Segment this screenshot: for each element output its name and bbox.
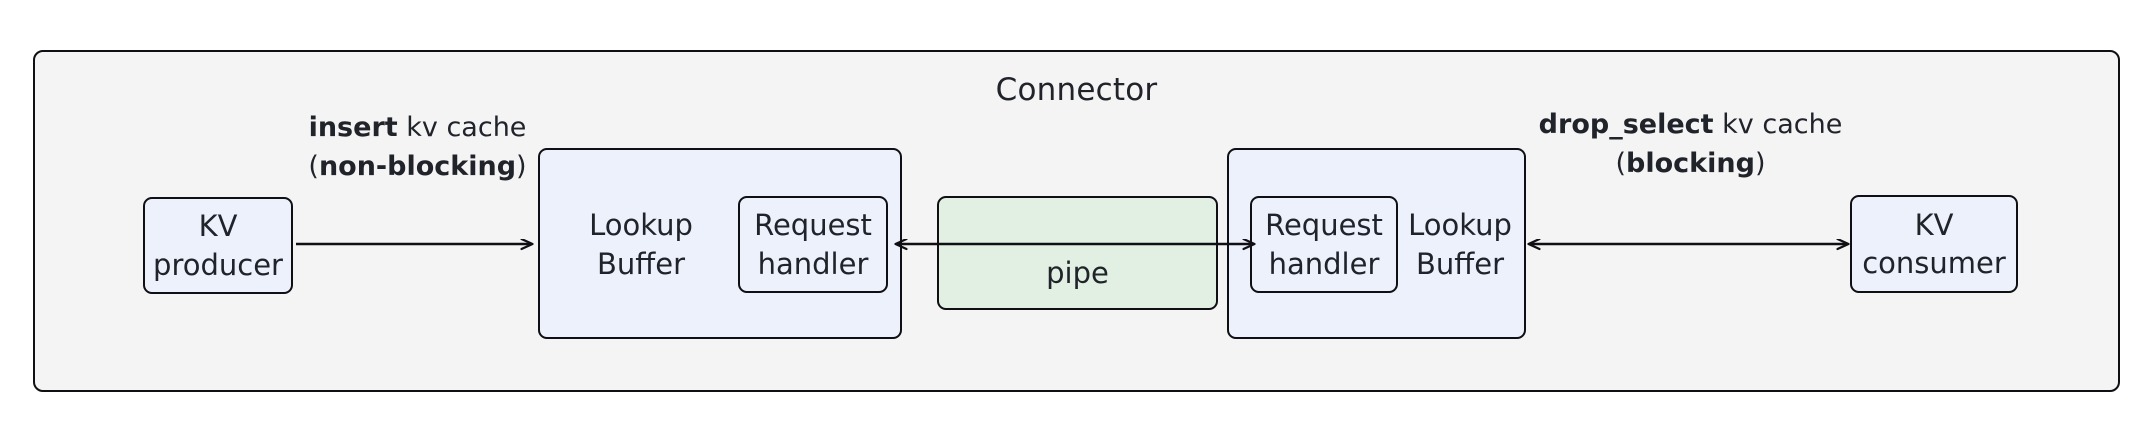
edge-label-drop-select-mode: blocking: [1626, 148, 1755, 180]
node-kv-consumer: KV consumer: [1850, 195, 2018, 293]
edge-label-drop-select-paren-open: (: [1615, 148, 1627, 180]
node-kv-producer-line1: KV: [198, 209, 238, 244]
edge-label-insert-paren-open: (: [308, 151, 319, 183]
node-request-handler-left-line1: Request: [754, 208, 872, 243]
edge-label-insert-op: insert: [308, 112, 398, 143]
node-kv-consumer-line1: KV: [1914, 207, 1954, 242]
node-kv-producer-line2: producer: [153, 247, 283, 282]
node-kv-consumer-label: KV consumer: [1862, 206, 2006, 283]
edge-label-drop-select-op: drop_select: [1538, 109, 1714, 140]
node-request-handler-right-label: Request handler: [1265, 206, 1383, 283]
node-request-handler-right-line1: Request: [1265, 208, 1383, 243]
node-request-handler-left: Request handler: [738, 196, 888, 293]
connector-title: Connector: [995, 72, 1158, 108]
node-request-handler-left-line2: handler: [757, 246, 869, 281]
node-kv-producer-label: KV producer: [153, 207, 283, 284]
edge-label-drop-select-object: kv cache: [1722, 109, 1843, 140]
edge-label-drop-select-line2: (blocking): [1528, 144, 1853, 183]
node-kv-producer: KV producer: [143, 197, 293, 294]
node-kv-consumer-line2: consumer: [1862, 246, 2006, 280]
edge-label-insert-mode: non-blocking: [318, 151, 517, 183]
edge-label-insert-line1: insert kv cache: [300, 108, 535, 147]
edge-label-insert-line2: (non-blocking): [300, 147, 535, 186]
edge-label-insert: insert kv cache (non-blocking): [300, 108, 535, 186]
edge-label-insert-paren-close: ): [516, 151, 527, 183]
node-request-handler-left-label: Request handler: [754, 206, 872, 283]
node-pipe: [937, 196, 1218, 310]
node-request-handler-right-line2: handler: [1268, 246, 1380, 281]
edge-label-drop-select-paren-close: ): [1754, 148, 1766, 180]
edge-label-drop-select: drop_select kv cache (blocking): [1528, 105, 1853, 183]
node-request-handler-right: Request handler: [1250, 196, 1398, 293]
edge-label-insert-object: kv cache: [406, 112, 527, 143]
edge-label-drop-select-line1: drop_select kv cache: [1528, 105, 1853, 144]
